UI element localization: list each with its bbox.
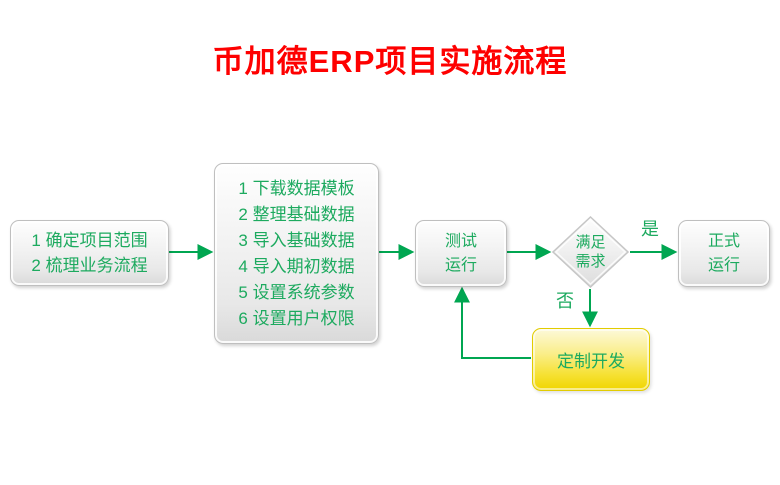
decision-text: 满足 需求 xyxy=(552,216,629,288)
edge-label-no: 否 xyxy=(556,291,574,311)
node-custom-development: 定制开发 xyxy=(532,328,650,391)
node-text-line: 需求 xyxy=(575,253,606,270)
node-text-line: 运行 xyxy=(444,256,477,274)
node-text-line: 6 设置用户权限 xyxy=(238,308,355,328)
decision-diamond-shape xyxy=(552,216,629,288)
page-title: 币加德ERP项目实施流程 xyxy=(212,44,568,79)
node-text-line: 满足 xyxy=(575,234,606,251)
node-text-line: 3 导入基础数据 xyxy=(238,230,355,250)
node-text-line: 2 整理基础数据 xyxy=(238,204,355,224)
node-decision: 满足 需求 xyxy=(552,216,629,288)
node-live-run: 正式 运行 xyxy=(678,220,770,287)
node-text-line: 4 导入期初数据 xyxy=(238,256,355,276)
arrow-custom-to-test-loop xyxy=(454,286,531,359)
node-data-steps: 1 下载数据模板 2 整理基础数据 3 导入基础数据 4 导入期初数据 5 设置… xyxy=(214,163,379,344)
node-test-run: 测试 运行 xyxy=(415,220,507,287)
node-text-line: 运行 xyxy=(707,256,740,274)
node-text-line: 1 确定项目范围 xyxy=(31,231,148,250)
node-text-line: 测试 xyxy=(444,232,477,250)
node-text-line: 5 设置系统参数 xyxy=(238,282,355,302)
node-project-scope: 1 确定项目范围 2 梳理业务流程 xyxy=(10,220,169,286)
node-text-line: 2 梳理业务流程 xyxy=(31,256,148,275)
node-text-line: 定制开发 xyxy=(557,352,625,371)
node-text-line: 1 下载数据模板 xyxy=(238,178,355,198)
node-text-line: 正式 xyxy=(707,232,740,250)
edge-label-yes: 是 xyxy=(641,219,659,239)
